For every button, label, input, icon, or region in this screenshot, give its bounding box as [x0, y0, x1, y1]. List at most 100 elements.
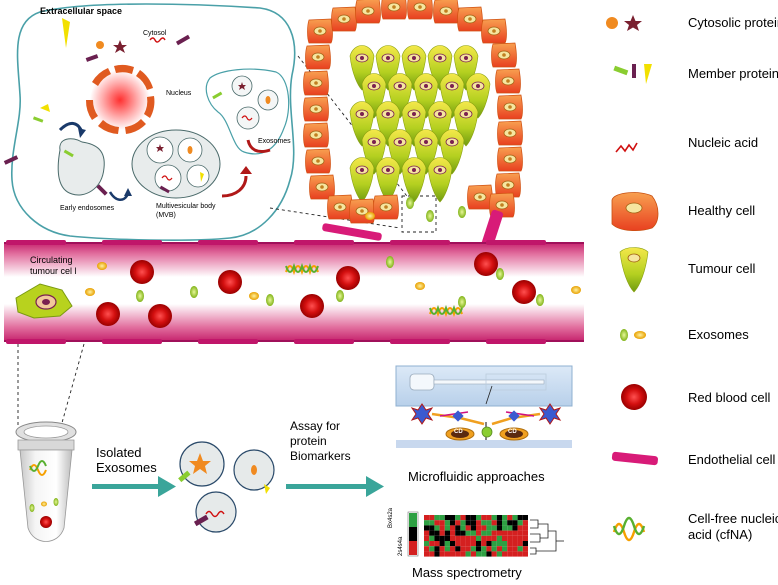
tumour-cell: [401, 157, 427, 203]
heatmap-cell: [507, 530, 513, 536]
star-icon: [624, 15, 642, 31]
isolated-exosomes-label-2: Exosomes: [96, 460, 157, 475]
ctc-label-line2: tumour cel l: [30, 266, 77, 276]
heatmap-cell: [460, 535, 466, 541]
cfna-helix-icon: [612, 516, 646, 542]
membrane-protein-icon: [613, 65, 629, 76]
heatmap-cell: [450, 551, 456, 557]
membrane-protein-green-left: [32, 116, 44, 123]
heatmap-cell: [434, 520, 440, 526]
healthy-cell: [303, 96, 329, 122]
heatmap-cell: [517, 535, 523, 541]
heatmap-cell: [522, 541, 528, 547]
heatmap-cell: [491, 541, 497, 547]
heatmap-cell: [522, 530, 528, 536]
heatmap-cell: [522, 551, 528, 557]
tumour-cell-icon: [619, 247, 649, 293]
heatmap-cell: [465, 535, 471, 541]
heatmap-cell: [481, 551, 487, 557]
heatmap-cell: [507, 520, 513, 526]
heatmap-cell: [486, 541, 492, 547]
heatmap-cell: [470, 515, 476, 521]
healthy-cell: [497, 94, 523, 120]
heatmap-cell: [517, 551, 523, 557]
endothelial-cell-1: [322, 223, 382, 241]
heatmap-cell: [444, 551, 450, 557]
heatmap-cell: [491, 515, 497, 521]
legend-healthy-cell: Healthy cell: [688, 203, 756, 218]
legend-cfna-line2: acid (cfNA): [688, 527, 753, 542]
heatmap-cell: [439, 515, 445, 521]
cell-diagram: [3, 3, 296, 241]
heatmap-cell: [470, 520, 476, 526]
heatmap-cell: [434, 541, 440, 547]
heatmap-cell: [450, 520, 456, 526]
heatmap-cell: [522, 525, 528, 531]
heatmap-cell: [496, 551, 502, 557]
heatmap-cell: [429, 541, 435, 547]
heatmap-cell: [502, 535, 508, 541]
tumour-cell: [349, 157, 375, 203]
red-blood-cell: [218, 270, 242, 294]
red-blood-cell-icon: [621, 384, 647, 410]
heatmap-cell: [434, 525, 440, 531]
healthy-cell: [495, 68, 521, 94]
healthy-cell: [373, 194, 399, 220]
heatmap-cell: [429, 515, 435, 521]
heatmap-cell: [439, 546, 445, 552]
heatmap-cell: [455, 530, 461, 536]
cd-tag-left: CD: [454, 429, 463, 435]
heatmap-cell: [424, 515, 430, 521]
heatmap-cell: [455, 541, 461, 547]
legend-exosomes: Exosomes: [688, 327, 749, 342]
heatmap-cell: [434, 530, 440, 536]
heatmap-cell: [455, 520, 461, 526]
heatmap-cell: [460, 530, 466, 536]
heatmap-cell: [429, 530, 435, 536]
heatmap-cell: [470, 541, 476, 547]
healthy-cell: [481, 18, 507, 44]
heatmap-cell: [439, 530, 445, 536]
exosome-green: [266, 294, 274, 306]
heatmap-cell: [429, 546, 435, 552]
exosome-green: [536, 294, 544, 306]
heatmap-cell: [470, 535, 476, 541]
heatmap-cell: [486, 546, 492, 552]
healthy-cell: [307, 18, 333, 44]
heatmap-cell: [476, 541, 482, 547]
heatmap-cell: [502, 551, 508, 557]
collection-tube: [15, 421, 77, 542]
heatmap-cell: [496, 515, 502, 521]
healthy-cell: [355, 0, 381, 24]
heatmap-sample-label-2: 2s4s4a: [398, 536, 404, 556]
zoom-line-bottom: [269, 207, 401, 229]
exosome-yellow: [415, 282, 425, 290]
heatmap-cell: [486, 535, 492, 541]
heatmap-cell: [455, 551, 461, 557]
heatmap-cell: [486, 530, 492, 536]
legend: [606, 15, 659, 542]
heatmap-cell: [439, 535, 445, 541]
heatmap-cell: [439, 551, 445, 557]
heatmap-cell: [450, 535, 456, 541]
heatmap-cell: [424, 530, 430, 536]
heatmap-cell: [444, 530, 450, 536]
heatmap-cell: [434, 535, 440, 541]
exosome-yellow: [571, 286, 581, 294]
nucleus-label: Nucleus: [166, 90, 192, 97]
heatmap-cell: [481, 525, 487, 531]
legend-member-proteins: Member proteins: [688, 66, 778, 81]
heatmap-cell: [481, 546, 487, 552]
heatmap-cell: [496, 530, 502, 536]
heatmap-cell: [476, 525, 482, 531]
heatmap-cell: [460, 551, 466, 557]
exosomes-label-cell: Exosomes: [258, 138, 291, 145]
heatmap-cell: [502, 525, 508, 531]
legend-red-blood-cell: Red blood cell: [688, 390, 771, 405]
heatmap-cell: [444, 520, 450, 526]
heatmap-cell: [512, 515, 518, 521]
heatmap-cell: [434, 515, 440, 521]
heatmap-cell: [491, 546, 497, 552]
